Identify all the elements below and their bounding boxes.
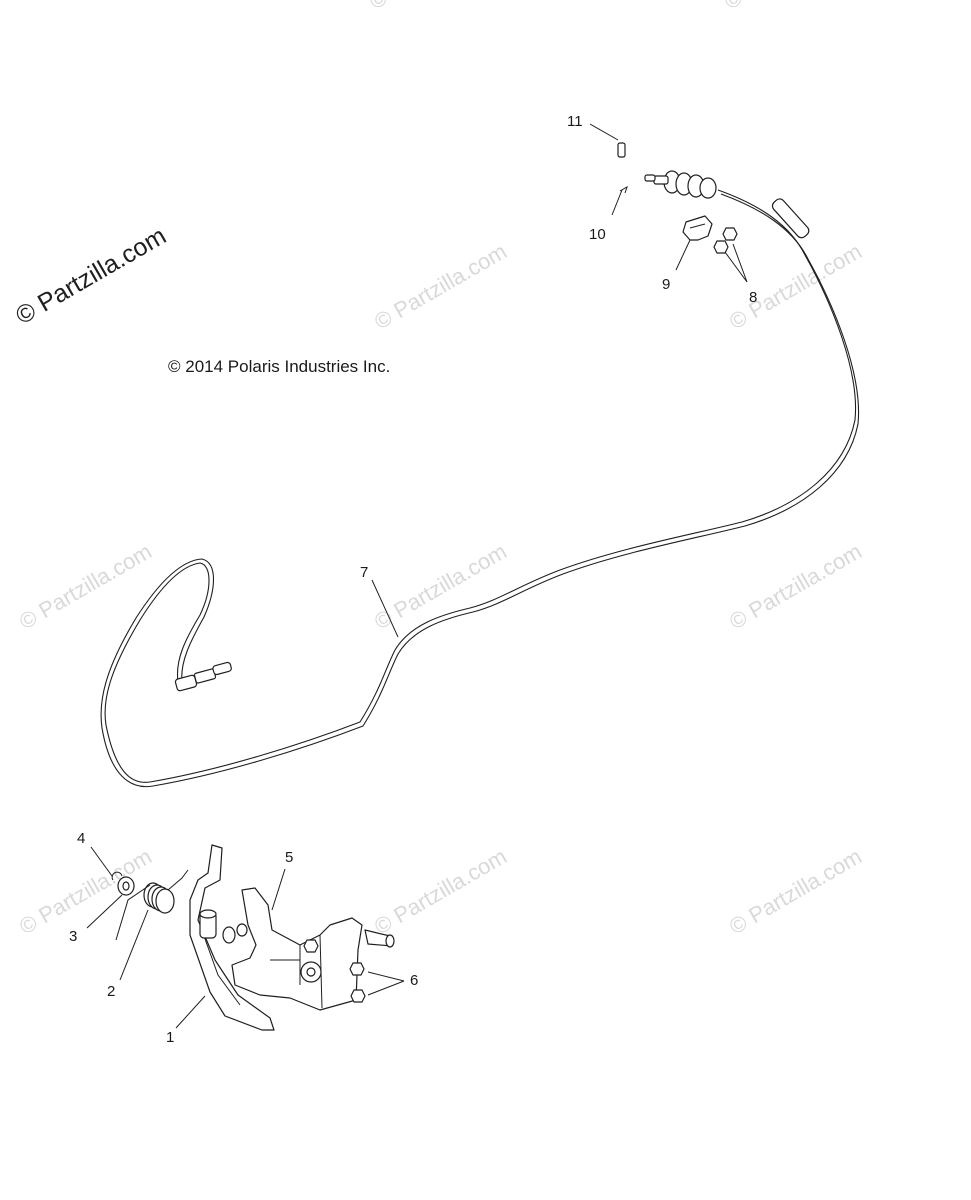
cable-bracket-detail [689,223,706,229]
pedal-arm-detail [199,924,241,1006]
watermark-9: © Partzilla.com [365,0,506,14]
callout-3: 3 [69,928,77,945]
watermark-4: © Partzilla.com [370,539,511,635]
watermarks: © Partzilla.com © Partzilla.com © Partzi… [15,0,866,939]
watermark-1: © Partzilla.com [370,239,511,335]
watermark-8: © Partzilla.com [725,844,866,940]
callout-6: 6 [410,972,418,989]
spring-bushing-hole [122,881,130,891]
cable-pin [617,142,626,158]
callout-7: 7 [360,564,368,581]
callout-11: 11 [567,113,583,130]
pedal-washer [222,926,236,944]
cable-sleeve-upper [771,198,810,239]
callout-5: 5 [285,849,293,866]
cable-end-tip-lower [212,661,232,676]
cable-boot [644,170,717,199]
bracket-nuts [713,227,738,254]
watermark-6: © Partzilla.com [15,844,156,940]
mount-nut-1 [349,962,365,976]
callout-8: 8 [749,289,757,306]
pedal-mount-hole [306,967,316,977]
watermark-5: © Partzilla.com [725,539,866,635]
cable-bracket [682,215,713,241]
mount-nut-top [303,939,319,953]
leader-lines [86,123,748,1029]
cable-clip [619,185,628,194]
pedal-mount-bracket [231,887,363,1011]
watermark-7: © Partzilla.com [370,844,511,940]
pedal-arm [189,844,275,1031]
callout-10: 10 [589,226,606,243]
mount-nut-2 [350,989,366,1003]
pedal-spacer [236,923,248,937]
pedal-bushing-top [199,909,217,919]
cable-end-fitting-lower [174,674,198,692]
torsion-spring [115,869,189,941]
callout-2: 2 [107,983,115,1000]
pedal-assembly [111,844,395,1031]
cable-end-barrel-lower [193,668,217,684]
e-clip [111,871,123,881]
pivot-shaft-end [385,934,395,948]
watermark-10: © Partzilla.com [720,0,861,14]
watermark-main: © Partzilla.com [11,222,171,330]
callout-9: 9 [662,276,670,293]
copyright-text: © 2014 Polaris Industries Inc. [168,357,390,376]
watermark-2: © Partzilla.com [725,239,866,335]
throttle-cable [100,170,860,788]
callout-4: 4 [77,830,85,847]
callout-1: 1 [166,1029,174,1046]
